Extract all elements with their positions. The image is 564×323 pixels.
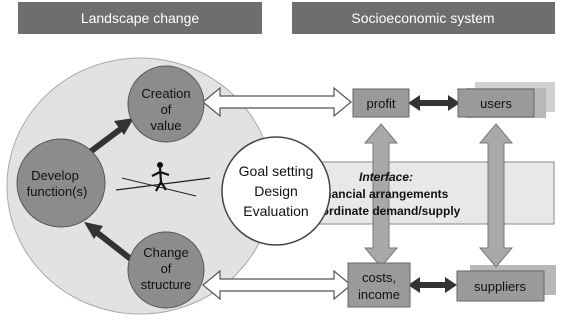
- header-socioeconomic-label: Socioeconomic system: [351, 10, 494, 26]
- structure-label: structure: [141, 277, 192, 292]
- change-of-structure-node: Change of structure: [127, 231, 205, 309]
- profit-box: profit: [352, 88, 410, 118]
- header-landscape-change: Landscape change: [18, 2, 262, 34]
- header-socioeconomic-system: Socioeconomic system: [292, 2, 555, 34]
- suppliers-label: suppliers: [474, 279, 527, 294]
- functions-label: function(s): [27, 184, 88, 199]
- change-to-develop-arrow: [84, 222, 134, 263]
- design-label: Design: [254, 183, 298, 199]
- users-label: users: [480, 96, 512, 111]
- interface-line-2: Coordinate demand/supply: [306, 204, 461, 218]
- creation-profit-double-arrow: [202, 86, 352, 118]
- develop-functions-node: Develop function(s): [16, 138, 106, 228]
- header-landscape-label: Landscape change: [81, 10, 200, 26]
- profit-users-double-arrow: [408, 95, 460, 111]
- develop-label: Develop: [31, 168, 79, 183]
- creation-label: Creation: [141, 86, 190, 101]
- costs-label: costs,: [362, 270, 396, 285]
- value-label: value: [150, 118, 181, 133]
- income-label: income: [358, 287, 400, 302]
- evaluation-label: Evaluation: [243, 203, 308, 219]
- goal-setting-label: Goal setting: [239, 163, 314, 179]
- of-label-top: of: [161, 102, 172, 117]
- of-label-bottom: of: [161, 261, 172, 276]
- change-label: Change: [143, 245, 189, 260]
- goal-setting-node: Goal setting Design Evaluation: [221, 136, 331, 246]
- users-box: users: [457, 88, 535, 118]
- users-suppliers-vertical-arrow: [478, 123, 514, 268]
- costs-income-box: costs, income: [347, 262, 411, 308]
- profit-label: profit: [367, 96, 396, 111]
- suppliers-box: suppliers: [456, 270, 545, 302]
- tightrope-walker-icon: [115, 162, 211, 197]
- interface-title: Interface:: [359, 170, 413, 184]
- creation-of-value-node: Creation of value: [127, 65, 205, 143]
- interface-line-1: Financial arrangements: [314, 187, 449, 201]
- costs-suppliers-double-arrow: [408, 277, 457, 293]
